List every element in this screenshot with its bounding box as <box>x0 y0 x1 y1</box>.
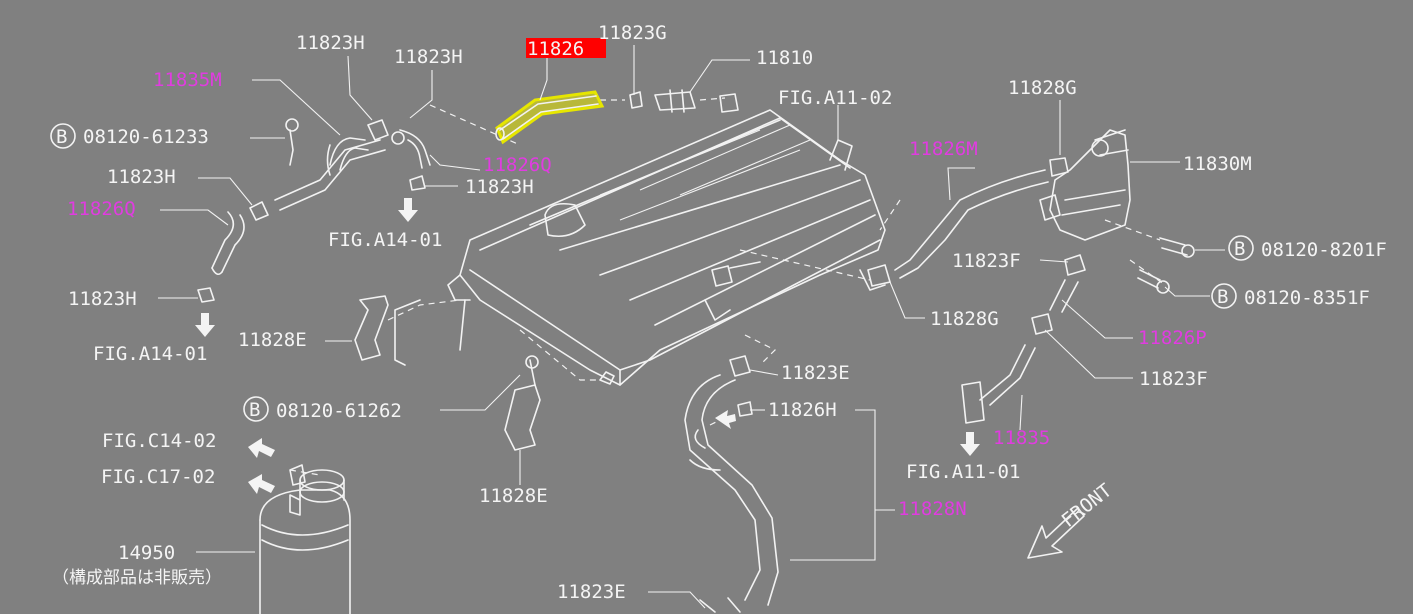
label-fig-a14-01[interactable]: FIG.A14-01 <box>328 229 442 251</box>
bolt-symbols: B B B B <box>50 123 1254 422</box>
right-bolts <box>1137 237 1195 294</box>
label-11828N[interactable]: 11828N <box>898 498 967 520</box>
arrow-upleft-icon <box>248 474 275 494</box>
engine-rocker-cover <box>394 109 886 386</box>
label-11823H[interactable]: 11823H <box>465 176 534 198</box>
label-11823G[interactable]: 11823G <box>598 22 667 44</box>
label-11835[interactable]: 11835 <box>993 427 1050 449</box>
label-fig-a11-02[interactable]: FIG.A11-02 <box>778 87 892 109</box>
label-11826Q[interactable]: 11826Q <box>483 154 552 176</box>
part-labels: 11823H 11823H 11826 11823G 11810 FIG.A11… <box>52 22 1387 603</box>
label-11823H[interactable]: 11823H <box>394 46 463 68</box>
hose-11828N <box>684 355 779 613</box>
label-fig-a11-01[interactable]: FIG.A11-01 <box>906 461 1020 483</box>
arrow-upleft-icon <box>248 438 275 458</box>
label-11828G[interactable]: 11828G <box>1008 77 1077 99</box>
bolt-b-icon <box>1228 235 1254 261</box>
oil-separator-11830M <box>1039 129 1131 241</box>
label-11828E[interactable]: 11828E <box>479 485 548 507</box>
label-11823H[interactable]: 11823H <box>68 288 137 310</box>
label-11826Q[interactable]: 11826Q <box>67 198 136 220</box>
label-11823E[interactable]: 11823E <box>557 581 626 603</box>
label-11823F[interactable]: 11823F <box>952 250 1021 272</box>
label-11835M[interactable]: 11835M <box>153 69 222 91</box>
label-11823E[interactable]: 11823E <box>781 362 850 384</box>
label-08120-61233[interactable]: 08120-61233 <box>83 126 209 148</box>
label-fig-c17-02[interactable]: FIG.C17-02 <box>101 466 215 488</box>
arrow-down-icon <box>960 432 980 456</box>
label-fig-a14-01[interactable]: FIG.A14-01 <box>93 343 207 365</box>
label-11828G[interactable]: 11828G <box>930 308 999 330</box>
selected-part-box <box>526 38 606 58</box>
label-11826P[interactable]: 11826P <box>1138 327 1207 349</box>
label-11823F[interactable]: 11823F <box>1139 368 1208 390</box>
pcv-valve-11810 <box>629 89 739 113</box>
bolt-symbol: B <box>1217 286 1228 308</box>
label-11826M[interactable]: 11826M <box>909 138 978 160</box>
bolt-b-icon <box>243 396 269 422</box>
bolt-symbol: B <box>1234 238 1245 260</box>
label-11826-selected[interactable]: 11826 <box>527 38 584 60</box>
label-11828E[interactable]: 11828E <box>238 329 307 351</box>
canister-14950 <box>259 464 351 614</box>
label-note-not-sold: （構成部品は非販売） <box>52 568 222 588</box>
arrow-right-icon <box>715 410 736 429</box>
left-hose-assembly <box>197 118 431 303</box>
bolt-b-icon <box>1211 283 1237 309</box>
front-arrow-icon <box>1027 507 1085 559</box>
right-hose-assembly <box>867 157 1086 424</box>
label-11823H[interactable]: 11823H <box>107 166 176 188</box>
reference-arrows <box>195 198 1085 559</box>
label-08120-61262[interactable]: 08120-61262 <box>276 400 402 422</box>
label-11823H[interactable]: 11823H <box>296 32 365 54</box>
arrow-down-icon <box>398 198 418 222</box>
label-08120-8351F[interactable]: 08120-8351F <box>1244 287 1370 309</box>
leader-lines <box>158 45 1225 609</box>
label-fig-c14-02[interactable]: FIG.C14-02 <box>102 430 216 452</box>
arrow-down-icon <box>195 313 215 337</box>
bolt-symbol: B <box>56 126 67 148</box>
label-11810[interactable]: 11810 <box>756 47 813 69</box>
label-14950[interactable]: 14950 <box>118 542 175 564</box>
bolt-b-icon <box>50 123 76 149</box>
label-08120-8201F[interactable]: 08120-8201F <box>1261 239 1387 261</box>
label-front: FRONT <box>1058 479 1117 532</box>
label-11826H[interactable]: 11826H <box>768 399 837 421</box>
hose-11826-highlighted[interactable] <box>495 90 605 145</box>
bolt-symbol: B <box>249 399 260 421</box>
brackets-11828E <box>354 295 541 451</box>
label-11830M[interactable]: 11830M <box>1183 153 1252 175</box>
